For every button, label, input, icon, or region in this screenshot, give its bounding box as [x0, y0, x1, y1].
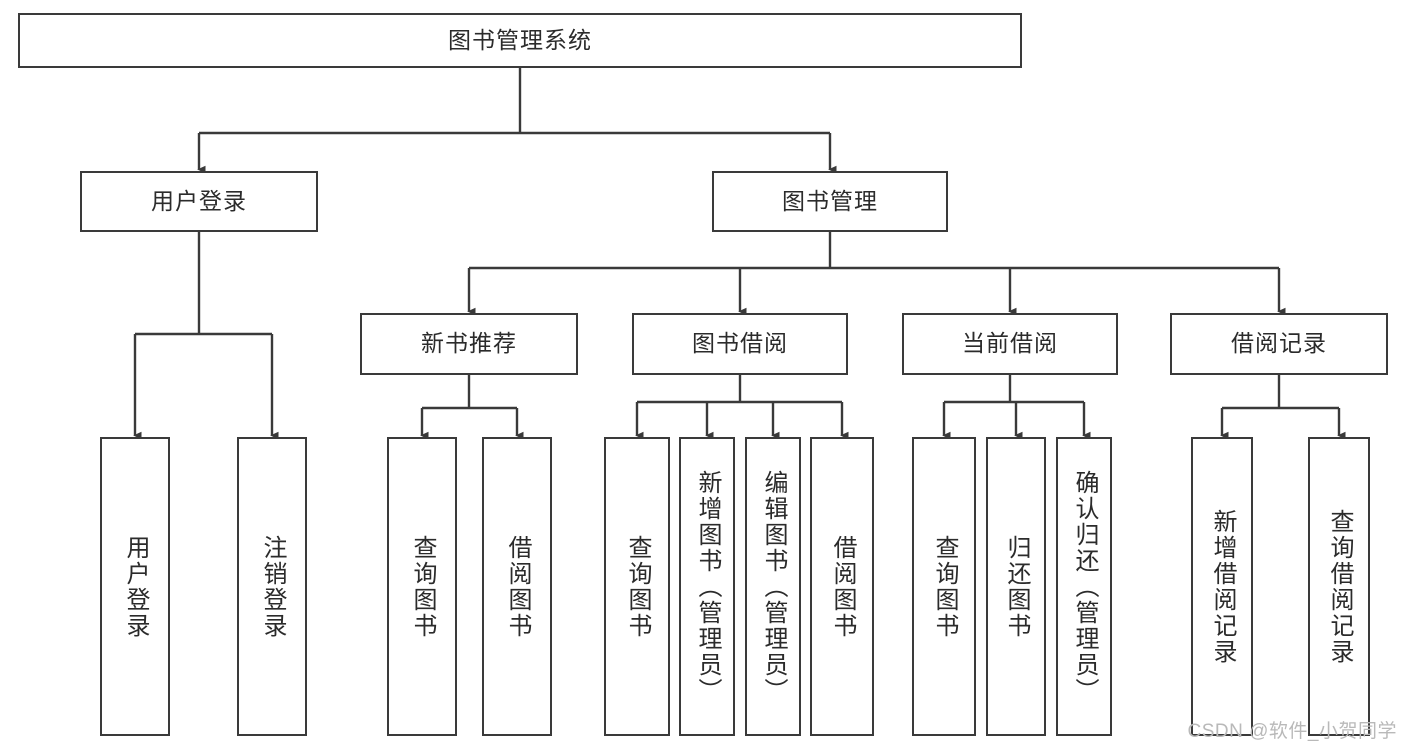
- node-book-borrow[interactable]: 图书借阅: [632, 313, 848, 375]
- node-leaf-return[interactable]: 归还图书: [986, 437, 1046, 736]
- node-label: 查询图书: [931, 534, 959, 639]
- node-leaf-borrow-2[interactable]: 借阅图书: [810, 437, 874, 736]
- node-current-borrow[interactable]: 当前借阅: [902, 313, 1118, 375]
- node-label: 查询图书: [409, 534, 437, 639]
- node-new-book-rec[interactable]: 新书推荐: [360, 313, 578, 375]
- node-label: 新增借阅记录: [1209, 508, 1237, 665]
- node-leaf-add-book[interactable]: 新增图书（管理员）: [679, 437, 735, 736]
- node-label: 借阅图书: [504, 534, 532, 639]
- node-label: 当前借阅: [962, 330, 1058, 357]
- node-borrow-record[interactable]: 借阅记录: [1170, 313, 1388, 375]
- node-label: 注销登录: [259, 534, 287, 639]
- node-label: 新增图书（管理员）: [694, 469, 722, 704]
- node-label: 用户登录: [122, 534, 150, 639]
- node-book-manage[interactable]: 图书管理: [712, 171, 948, 232]
- node-leaf-logout[interactable]: 注销登录: [237, 437, 307, 736]
- node-leaf-query-3[interactable]: 查询图书: [912, 437, 976, 736]
- node-label: 借阅图书: [829, 534, 857, 639]
- node-label: 确认归还（管理员）: [1071, 469, 1099, 704]
- node-leaf-confirm[interactable]: 确认归还（管理员）: [1056, 437, 1112, 736]
- node-label: 新书推荐: [421, 330, 517, 357]
- node-leaf-borrow-1[interactable]: 借阅图书: [482, 437, 552, 736]
- node-leaf-query-rec[interactable]: 查询借阅记录: [1308, 437, 1370, 736]
- node-user-login[interactable]: 用户登录: [80, 171, 318, 232]
- node-leaf-query-2[interactable]: 查询图书: [604, 437, 670, 736]
- node-label: 用户登录: [151, 187, 247, 214]
- edge-group: [133, 68, 1346, 440]
- node-label: 图书管理系统: [448, 26, 592, 53]
- node-leaf-add-rec[interactable]: 新增借阅记录: [1191, 437, 1253, 736]
- node-label: 归还图书: [1003, 534, 1031, 639]
- node-label: 借阅记录: [1231, 330, 1327, 357]
- node-label: 图书借阅: [692, 330, 788, 357]
- node-root[interactable]: 图书管理系统: [18, 13, 1022, 68]
- node-leaf-user-login[interactable]: 用户登录: [100, 437, 170, 736]
- node-label: 查询借阅记录: [1326, 508, 1354, 665]
- node-label: 图书管理: [782, 187, 878, 214]
- node-label: 编辑图书（管理员）: [760, 469, 788, 704]
- node-label: 查询图书: [624, 534, 652, 639]
- node-leaf-query-1[interactable]: 查询图书: [387, 437, 457, 736]
- node-leaf-edit-book[interactable]: 编辑图书（管理员）: [745, 437, 801, 736]
